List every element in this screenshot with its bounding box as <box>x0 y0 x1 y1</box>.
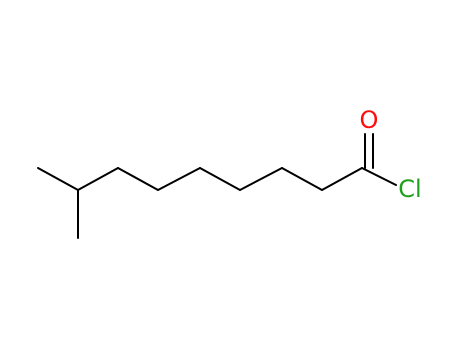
oxygen-atom-label: O <box>360 106 379 134</box>
bond-c-cl <box>361 167 397 186</box>
bond-chain-2 <box>117 167 159 191</box>
bond-chain-5 <box>239 167 283 191</box>
bond-methyl-upper <box>37 167 79 191</box>
bond-chain-6 <box>281 167 323 191</box>
bond-chain-3 <box>157 167 201 191</box>
chlorine-atom-label: Cl <box>398 175 421 203</box>
bond-chain-7 <box>321 167 363 191</box>
bond-chain-1 <box>77 167 119 191</box>
bond-chain-4 <box>199 167 241 191</box>
